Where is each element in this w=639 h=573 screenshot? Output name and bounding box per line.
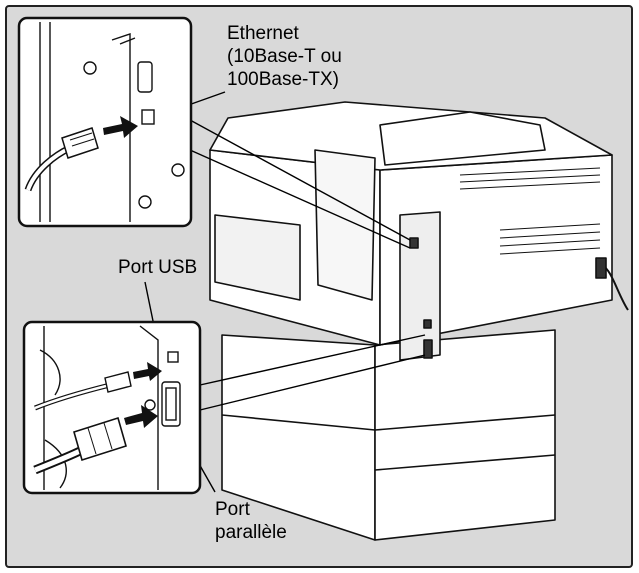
ethernet-connector-icon <box>61 127 99 159</box>
arrow-icon <box>133 362 162 381</box>
interface-panel <box>399 211 441 361</box>
ethernet-inset <box>17 16 193 228</box>
ethernet-label-line-2: (10Base-T ou <box>227 46 342 67</box>
panel-ethernet-port <box>409 237 419 249</box>
printer-illustration <box>209 101 629 541</box>
parallel-connector-icon <box>73 416 127 462</box>
arrow-icon <box>124 405 158 428</box>
ethernet-label-line-3: 100Base-TX) <box>227 69 339 90</box>
printer-top-unit <box>379 111 546 166</box>
arrow-icon <box>103 116 138 138</box>
printer-front-door <box>214 214 301 301</box>
usb-connector-icon <box>104 371 132 393</box>
usb-parallel-inset-panel <box>22 320 202 495</box>
usb-parallel-inset <box>22 320 202 495</box>
panel-usb-port <box>423 319 432 329</box>
parallel-label-line-1: Port <box>215 499 250 520</box>
parallel-label-line-2: parallèle <box>215 522 287 543</box>
ethernet-label: Ethernet (10Base-T ou 100Base-TX) <box>227 22 342 91</box>
printer-paper-feed <box>314 149 376 301</box>
ethernet-inset-panel <box>17 16 193 228</box>
panel-parallel-port <box>423 339 433 359</box>
usb-port-label: Port USB <box>118 257 198 278</box>
printer-base-side <box>374 329 556 541</box>
power-connector <box>595 257 607 279</box>
ethernet-label-line-1: Ethernet <box>227 23 299 44</box>
parallel-port-label: Port parallèle <box>215 498 287 544</box>
